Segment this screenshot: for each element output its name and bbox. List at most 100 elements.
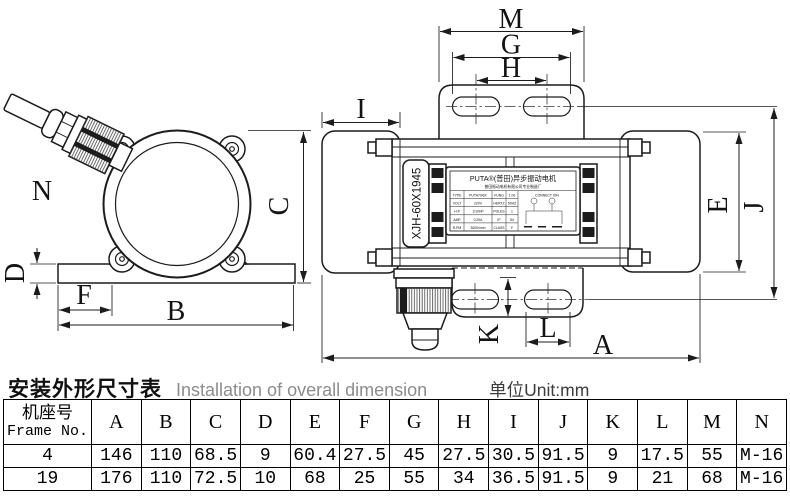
col-header-M: M bbox=[686, 399, 738, 445]
side-view: XJH-60X1945 PUTA®(普田)异步振动电机 普田振动电机有限公司专业… bbox=[321, 4, 778, 363]
dim-J: J bbox=[739, 108, 778, 298]
cell: 27.5 bbox=[438, 444, 490, 468]
cell: 45 bbox=[388, 444, 440, 468]
cell: M-16 bbox=[736, 467, 787, 491]
col-header-L: L bbox=[637, 399, 688, 445]
cell: 60.4 bbox=[289, 444, 341, 468]
caption-row: 安装外形尺寸表 Installation of overall dimensio… bbox=[0, 370, 790, 401]
dim-label-C: C bbox=[264, 197, 295, 216]
cell: 55 bbox=[686, 444, 738, 468]
svg-text:FUNG: FUNG bbox=[494, 194, 504, 198]
col-header-A: A bbox=[91, 399, 142, 445]
cell: 72.5 bbox=[190, 467, 241, 491]
cell: 17.5 bbox=[637, 444, 688, 468]
dim-H: H bbox=[477, 53, 546, 84]
connection-diagram bbox=[524, 197, 563, 228]
cable-gland-side bbox=[393, 268, 455, 351]
col-header-H: H bbox=[438, 399, 490, 445]
dim-label-D: D bbox=[0, 263, 31, 283]
col-header-J: J bbox=[537, 399, 589, 445]
connection-label: CONNECT ION bbox=[535, 194, 559, 198]
svg-text:1: 1 bbox=[511, 210, 513, 214]
dim-label-B: B bbox=[167, 296, 186, 327]
top-bracket bbox=[438, 84, 585, 139]
svg-text:0.20A: 0.20A bbox=[474, 218, 484, 222]
col-header-N: N bbox=[736, 399, 787, 445]
dim-label-H: H bbox=[501, 53, 521, 84]
bottom-bracket bbox=[451, 268, 584, 318]
cell: 9 bbox=[587, 444, 639, 468]
cell: 68 bbox=[289, 467, 341, 491]
dimension-drawing: N C D F bbox=[0, 4, 778, 363]
dimension-table: 机座号 Frame No. A B C D E F G H I J K L M … bbox=[3, 399, 787, 491]
dim-A: A bbox=[321, 274, 701, 363]
cell: 91.5 bbox=[537, 444, 589, 468]
dim-F: F bbox=[59, 280, 113, 316]
col-header-E: E bbox=[289, 399, 341, 445]
svg-text:H.P: H.P bbox=[454, 210, 460, 214]
frame-no-cell: 19 bbox=[3, 467, 92, 491]
top-slot-left bbox=[451, 96, 501, 117]
cell: M-16 bbox=[736, 444, 787, 468]
caption-unit: 单位Unit:mm bbox=[489, 380, 590, 400]
dim-C: C bbox=[248, 130, 311, 284]
cell: 9 bbox=[239, 444, 291, 468]
cell: 55 bbox=[388, 467, 440, 491]
cell: 68.5 bbox=[190, 444, 241, 468]
dim-label-I: I bbox=[356, 94, 365, 125]
frame-no-cell: 4 bbox=[3, 444, 92, 468]
nameplate-title: PUTA®(普田)异步振动电机 bbox=[470, 174, 557, 183]
cell: 110 bbox=[140, 444, 192, 468]
dim-label-G: G bbox=[501, 30, 521, 61]
tie-bolts bbox=[367, 138, 651, 267]
model-code-text: XJH-60X1945 bbox=[412, 168, 424, 240]
col-header-F: F bbox=[339, 399, 390, 445]
dim-D: D bbox=[0, 248, 56, 299]
frame-no-header: 机座号 Frame No. bbox=[3, 399, 92, 445]
caption-title-en: Installation of overall dimension bbox=[176, 380, 428, 400]
caption-title-zh: 安装外形尺寸表 bbox=[8, 378, 162, 401]
dim-E: E bbox=[703, 131, 746, 273]
dim-G: G bbox=[452, 30, 571, 94]
svg-text:R.PM: R.PM bbox=[453, 226, 462, 230]
rib-columns bbox=[428, 163, 598, 244]
svg-text:VOLT: VOLT bbox=[453, 202, 462, 206]
dim-label-E: E bbox=[703, 196, 734, 213]
cell: 110 bbox=[140, 467, 192, 491]
bottom-slot-right bbox=[523, 289, 573, 310]
svg-text:PUTA70/6X: PUTA70/6X bbox=[469, 194, 487, 198]
frame-no-en: Frame No. bbox=[6, 423, 88, 440]
cable-gland-front bbox=[3, 93, 134, 175]
cell: 176 bbox=[91, 467, 142, 491]
table-row: 19 176 110 72.5 10 68 25 55 34 36.5 91.5… bbox=[3, 467, 787, 491]
svg-text:IP: IP bbox=[497, 218, 501, 222]
svg-text:54: 54 bbox=[510, 218, 514, 222]
bottom-slot-left bbox=[450, 289, 500, 310]
svg-text:CLASS: CLASS bbox=[493, 226, 505, 230]
cell: 10 bbox=[239, 467, 291, 491]
table-row: 4 146 110 68.5 9 60.4 27.5 45 27.5 30.5 … bbox=[3, 444, 787, 468]
dim-label-N: N bbox=[32, 176, 52, 207]
svg-text:50HZ: 50HZ bbox=[508, 202, 516, 206]
svg-text:TYPE: TYPE bbox=[453, 194, 463, 198]
cell: 25 bbox=[339, 467, 390, 491]
dim-M: M bbox=[438, 4, 585, 82]
dim-label-A: A bbox=[593, 330, 614, 361]
cell: 21 bbox=[637, 467, 688, 491]
dim-label-M: M bbox=[499, 4, 524, 35]
dim-K: K bbox=[474, 277, 516, 344]
cell: 27.5 bbox=[339, 444, 390, 468]
motor-body-circle bbox=[102, 129, 252, 279]
col-header-G: G bbox=[388, 399, 440, 445]
cell: 9 bbox=[587, 467, 639, 491]
col-header-D: D bbox=[239, 399, 291, 445]
dim-label-F: F bbox=[76, 280, 92, 311]
cell: 146 bbox=[91, 444, 142, 468]
dim-B: B bbox=[57, 285, 294, 331]
cell: 34 bbox=[438, 467, 490, 491]
cell: 30.5 bbox=[488, 444, 539, 468]
cell: 36.5 bbox=[488, 467, 539, 491]
